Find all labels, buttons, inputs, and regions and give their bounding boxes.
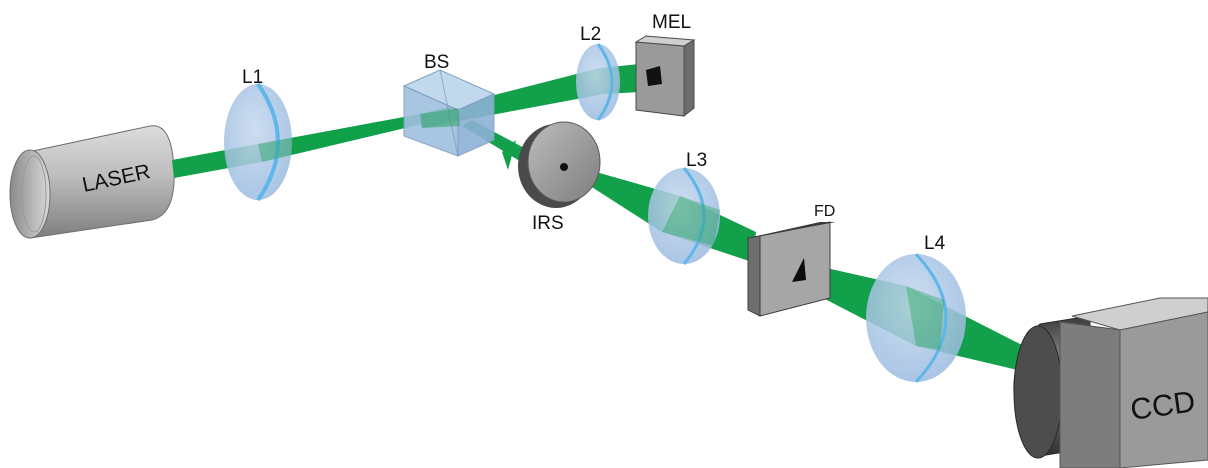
ccd-camera: CCD bbox=[1013, 297, 1208, 468]
l3-label: L3 bbox=[686, 150, 707, 171]
fd-label: FD bbox=[814, 203, 835, 220]
l2-label: L2 bbox=[580, 24, 601, 45]
lens-l2: L2 bbox=[576, 24, 620, 121]
fd-element: FD bbox=[747, 203, 836, 317]
mel-label: MEL bbox=[652, 12, 691, 33]
mel-element: MEL bbox=[634, 12, 696, 118]
l1-label: L1 bbox=[242, 67, 263, 88]
lens-l4: L4 bbox=[866, 233, 966, 384]
lens-l3: L3 bbox=[648, 150, 720, 265]
irs-label: IRS bbox=[532, 213, 564, 234]
bs-label: BS bbox=[424, 52, 449, 73]
irs-element: IRS bbox=[518, 121, 601, 234]
lens-l1: L1 bbox=[224, 67, 422, 202]
l4-label: L4 bbox=[924, 233, 946, 254]
laser-source: LASER bbox=[9, 125, 175, 239]
beam-splitter-cube: BS bbox=[402, 52, 496, 157]
